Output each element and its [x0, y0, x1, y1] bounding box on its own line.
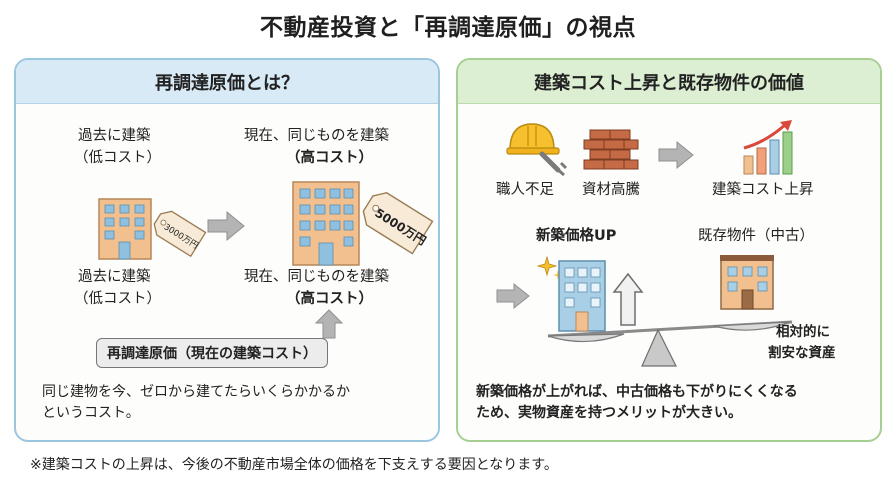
- rising-chart-icon: [743, 120, 793, 175]
- replacement-cost-box: 再調達原価（現在の建築コスト）: [96, 338, 328, 368]
- now-label-line1: 現在、同じものを建築: [244, 128, 389, 144]
- left-panel-heading: 再調達原価とは？: [16, 60, 438, 104]
- now-label-bottom-line2: （高コスト）: [286, 291, 373, 307]
- existing-property-label: 既存物件（中古）: [698, 228, 814, 244]
- sparkle-icon: [536, 255, 563, 280]
- past-label-line2: （低コスト）: [74, 150, 161, 166]
- material-cost-label: 資材高騰: [582, 182, 640, 198]
- existing-building-icon: [720, 255, 774, 310]
- arrow-right-icon-3: [496, 282, 530, 310]
- past-label-bottom-line1: 過去に建築: [78, 269, 151, 285]
- now-label-bottom-line1: 現在、同じものを建築: [244, 269, 389, 285]
- price-up-arrow-icon: [612, 272, 644, 326]
- now-label-line2: （高コスト）: [286, 150, 373, 166]
- relative-label-line1: 相対的に: [776, 324, 830, 340]
- right-description-line1: 新築価格が上がれば、中古価格も下がりにくくなる: [476, 384, 798, 400]
- arrow-right-icon-2: [658, 140, 694, 170]
- price-tag-small-icon: [153, 210, 207, 258]
- right-panel-heading: 建築コスト上昇と既存物件の価値: [458, 60, 880, 104]
- new-building-icon: [558, 260, 606, 332]
- arrow-right-icon: [207, 210, 245, 242]
- left-description-line2: というコスト。: [42, 405, 140, 421]
- left-description-line1: 同じ建物を今、ゼロから建てたらいくらかかるか: [42, 384, 350, 400]
- helmet-wrench-icon: [506, 123, 568, 177]
- page-title: 不動産投資と「再調達原価」の視点: [260, 15, 636, 41]
- arrow-up-icon: [314, 309, 344, 339]
- left-panel: 再調達原価とは？ 過去に建築 （低コスト） 現在、同じものを建築 （高コスト） …: [14, 58, 440, 442]
- labor-shortage-label: 職人不足: [496, 182, 554, 198]
- now-building-icon: [292, 181, 360, 266]
- relative-label-line2: 割安な資産: [768, 345, 836, 361]
- past-label-bottom-line2: （低コスト）: [74, 291, 161, 307]
- past-building-icon: [98, 198, 152, 260]
- past-label-line1: 過去に建築: [78, 128, 151, 144]
- right-panel: 建築コスト上昇と既存物件の価値 職人不足 資材高騰 建築コスト上昇 新築価格UP…: [456, 58, 882, 442]
- balance-scale-icon: [547, 320, 793, 367]
- cost-rise-label: 建築コスト上昇: [712, 182, 814, 198]
- right-description-line2: ため、実物資産を持つメリットが大きい。: [476, 405, 742, 421]
- footnote: ※建築コストの上昇は、今後の不動産市場全体の価格を下支えする要因となります。: [30, 457, 558, 473]
- brick-material-icon: [583, 129, 639, 170]
- price-tag-large-icon: [362, 191, 434, 255]
- new-price-up-label: 新築価格UP: [536, 228, 617, 244]
